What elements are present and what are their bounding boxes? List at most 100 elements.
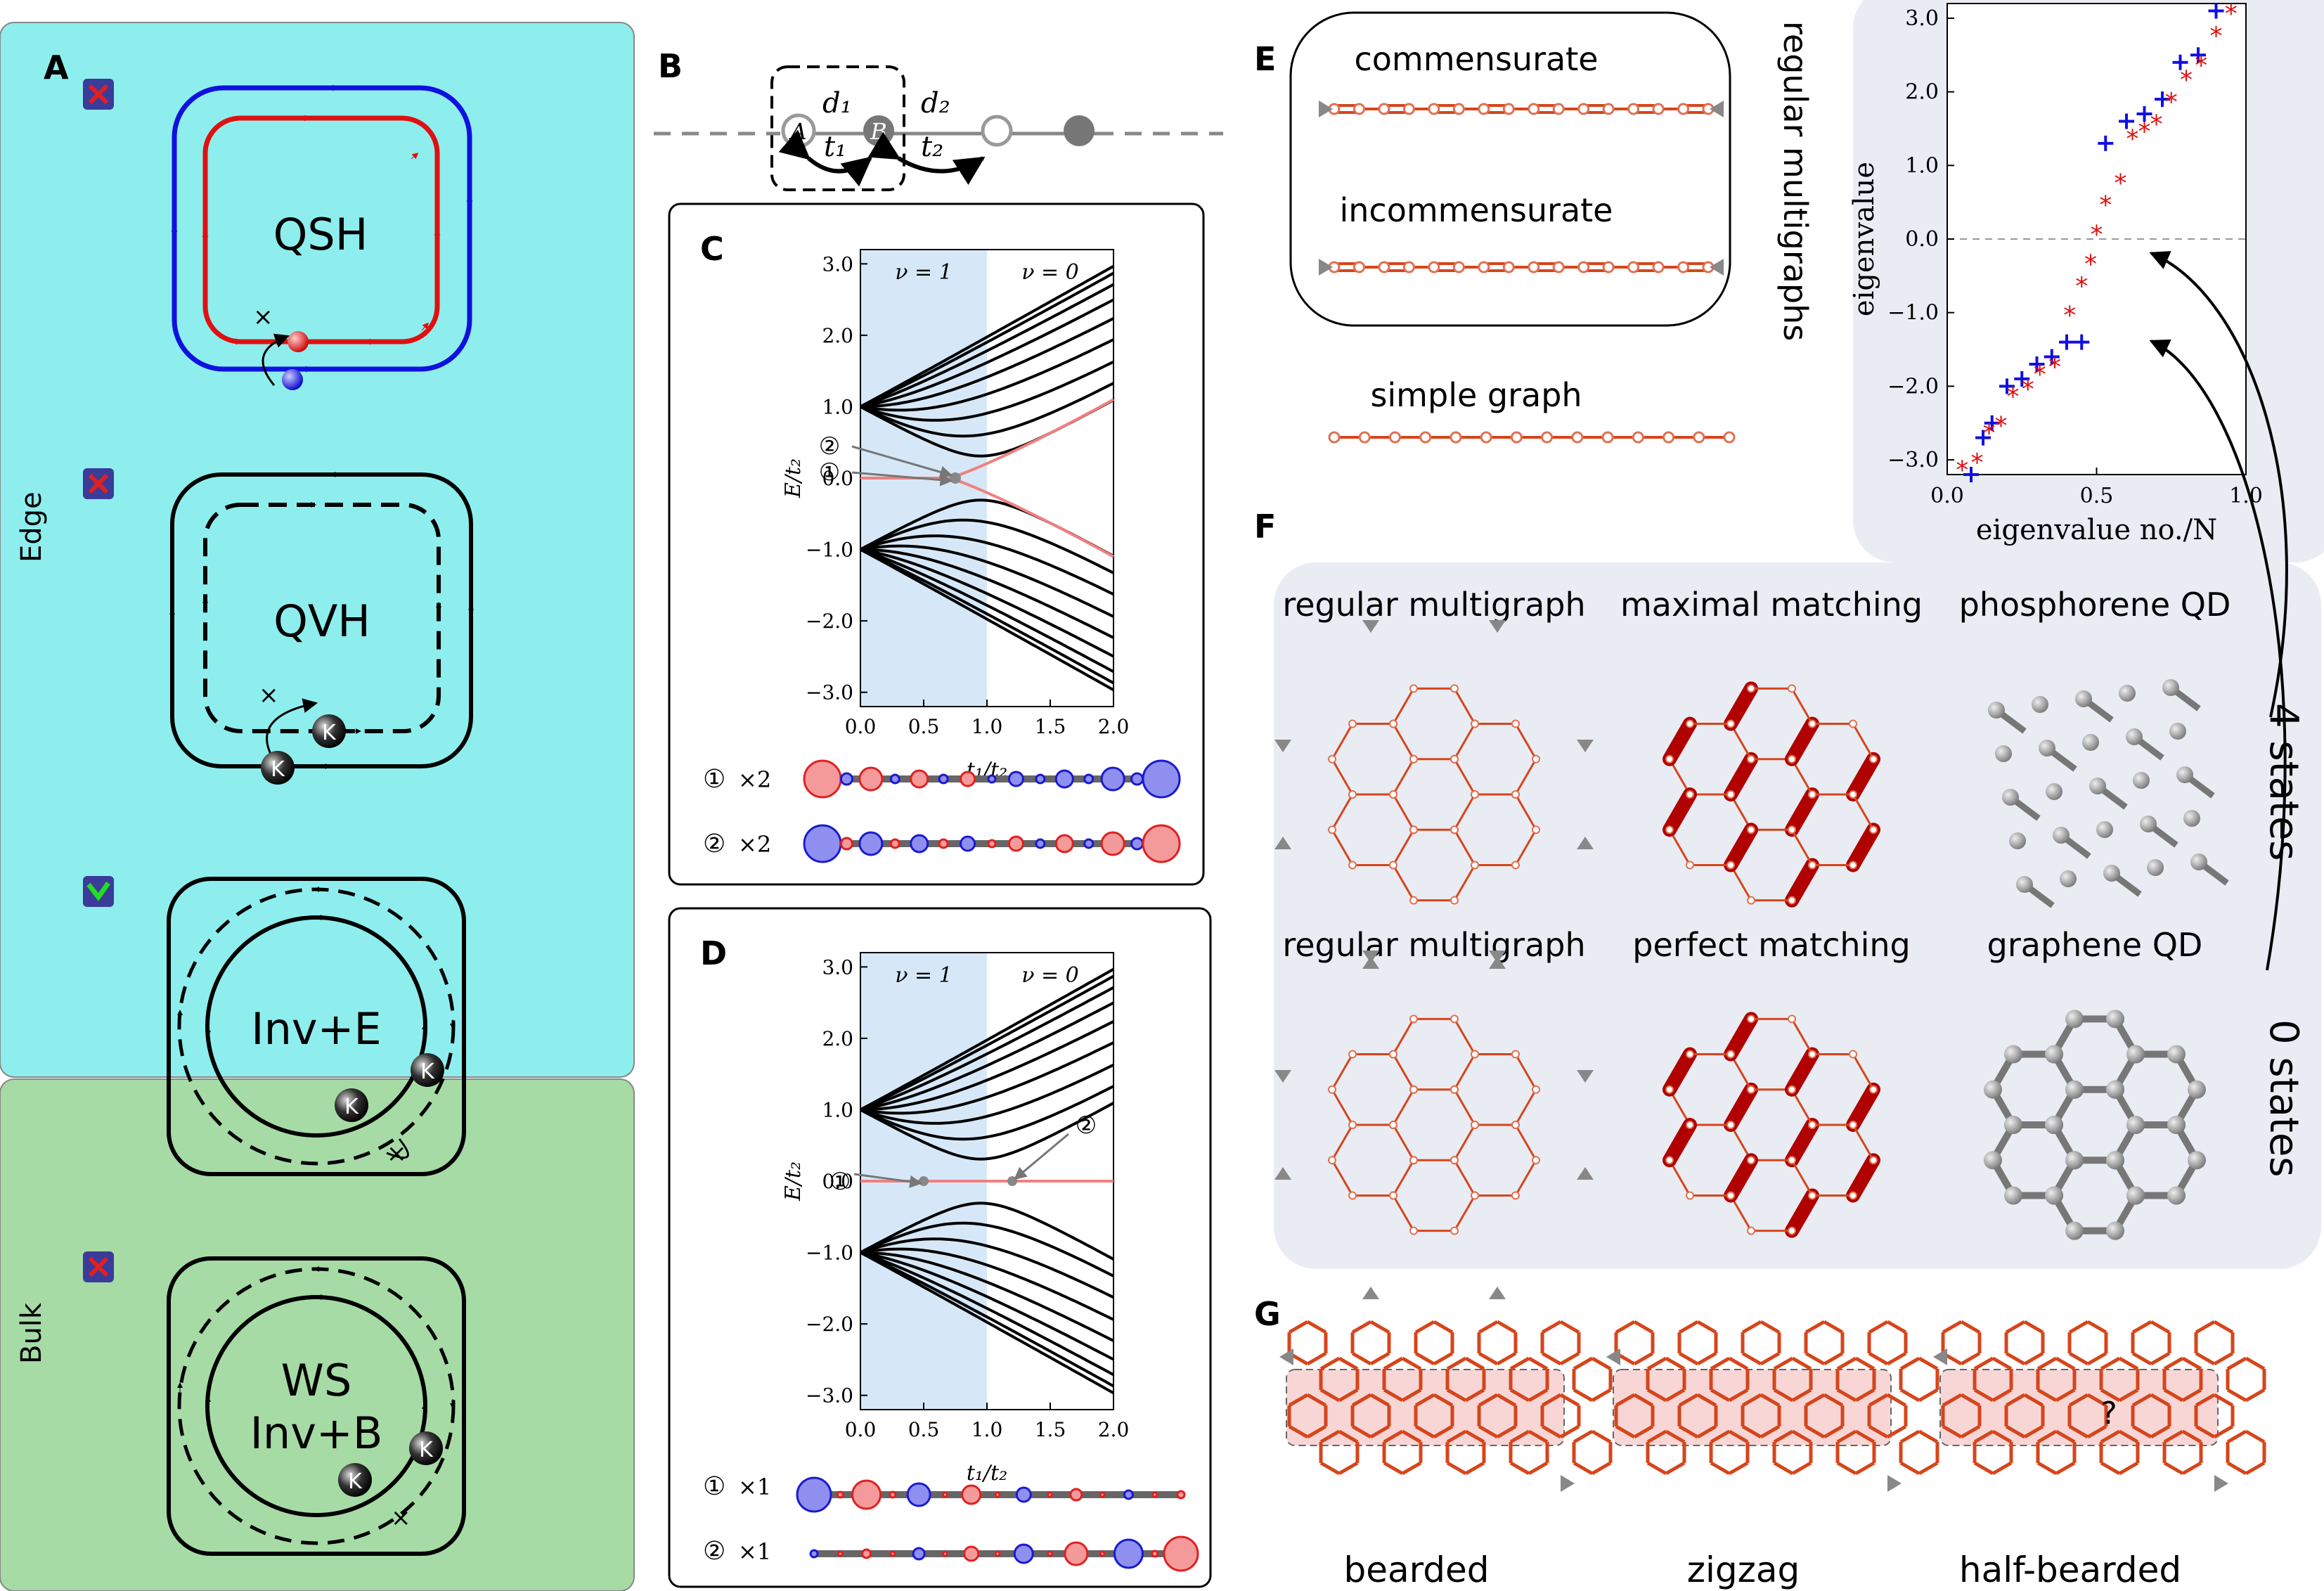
ribbon-bond bbox=[2118, 1461, 2139, 1476]
ribbon-bond bbox=[1446, 1356, 1467, 1371]
plus-point bbox=[2119, 113, 2134, 129]
ribbon-bond bbox=[2005, 1424, 2026, 1439]
pointer-2 bbox=[1014, 1133, 1069, 1180]
ribbon-bond bbox=[1973, 1356, 1994, 1371]
ribbon-bond bbox=[1496, 1351, 1517, 1366]
ribbon-bond bbox=[1760, 1424, 1781, 1439]
plus-point bbox=[2136, 106, 2152, 122]
unit-cell-box bbox=[770, 65, 905, 191]
ribbon-bond bbox=[1899, 1461, 1920, 1476]
atom bbox=[2045, 1115, 2064, 1134]
ribbon-bond bbox=[2118, 1429, 2139, 1444]
c-row2-marker: ② bbox=[703, 830, 725, 858]
flake-bond bbox=[1331, 1088, 1354, 1126]
ribbon-bond bbox=[1433, 1424, 1454, 1439]
ribbon-bond bbox=[2005, 1351, 2026, 1366]
ribbon-bond bbox=[1942, 1424, 1963, 1439]
atom bbox=[2187, 1080, 2206, 1099]
flake-site bbox=[1409, 1014, 1418, 1024]
panel-g-ribbons bbox=[1279, 1320, 2266, 1492]
flake-bond bbox=[1514, 1053, 1537, 1091]
ribbon-bond bbox=[1369, 1351, 1390, 1366]
arrow-to-gap bbox=[2149, 339, 2287, 971]
ribbon-bond bbox=[1854, 1461, 1876, 1476]
d2-label: d₂ bbox=[921, 87, 950, 120]
ribbon-bond bbox=[1559, 1320, 1580, 1334]
star-point: * bbox=[2115, 169, 2127, 198]
flake-site bbox=[1531, 1085, 1540, 1094]
flake-bond bbox=[1845, 823, 1880, 872]
flake-bond bbox=[1852, 1123, 1875, 1161]
dangling-stub bbox=[1561, 1475, 1575, 1492]
bulk-band bbox=[860, 298, 1114, 408]
arrow-to-zero-modes bbox=[2149, 251, 2288, 718]
flake-site bbox=[1531, 1156, 1540, 1165]
disallowed-icon-qvh bbox=[83, 468, 114, 499]
flake-site bbox=[1389, 861, 1398, 870]
site bbox=[1419, 431, 1432, 444]
flake-bond bbox=[1331, 828, 1354, 866]
site bbox=[1378, 103, 1390, 115]
wavefunction-amplitude bbox=[994, 1491, 1001, 1498]
dangling-stub bbox=[1274, 837, 1291, 849]
flake-site bbox=[1348, 1050, 1357, 1059]
dangling-stub bbox=[1933, 1348, 1947, 1365]
ribbon-bond bbox=[1836, 1356, 1857, 1371]
qsh-cross-mark: × bbox=[253, 303, 273, 331]
site bbox=[1452, 103, 1465, 115]
ribbon-bond bbox=[1633, 1351, 1654, 1366]
ribbon-bond bbox=[1678, 1320, 1699, 1334]
atom bbox=[2106, 1010, 2124, 1029]
flake-bond bbox=[1453, 1194, 1476, 1232]
flake-bond bbox=[1852, 1053, 1875, 1091]
ribbon-bond bbox=[1414, 1393, 1435, 1408]
wavefunction-amplitude bbox=[912, 1547, 926, 1561]
t2-label: t₂ bbox=[921, 131, 943, 163]
plus-point bbox=[2059, 334, 2074, 350]
star-point: * bbox=[2022, 375, 2034, 404]
ribbon-bond bbox=[1541, 1351, 1562, 1366]
ribbon-bond bbox=[1741, 1393, 1762, 1408]
flake-bond bbox=[1392, 758, 1415, 796]
flake-site bbox=[1511, 861, 1520, 870]
site bbox=[1602, 103, 1615, 115]
ribbon-bond bbox=[1710, 1388, 1731, 1403]
atom bbox=[2032, 696, 2048, 713]
ribbon-bond bbox=[1464, 1356, 1485, 1371]
y-tick-label: −3.0 bbox=[806, 1384, 853, 1408]
flake-site bbox=[1848, 1120, 1857, 1129]
site bbox=[1502, 103, 1515, 115]
panel-g: G bearded zigzag half-bearded ? bbox=[1254, 1295, 2266, 1590]
ribbon-bond bbox=[1868, 1320, 1889, 1334]
y-tick-label: −3.0 bbox=[1887, 448, 1939, 472]
wavefunction-amplitude bbox=[987, 774, 997, 784]
flake-site bbox=[1807, 1120, 1816, 1129]
star-point: * bbox=[2091, 221, 2103, 250]
ribbon-bond bbox=[2036, 1388, 2058, 1403]
bulk-band bbox=[860, 1251, 1114, 1377]
qsh-diagram: × QSH bbox=[171, 84, 473, 390]
wavefunction-amplitude bbox=[851, 1479, 882, 1510]
site bbox=[1428, 261, 1440, 273]
site bbox=[1528, 261, 1540, 273]
c-row1-mult: ×2 bbox=[738, 766, 771, 793]
site bbox=[1577, 261, 1590, 273]
flake-site bbox=[1686, 1191, 1695, 1200]
dangling-stub bbox=[1577, 1167, 1594, 1180]
bulk-band bbox=[860, 1063, 1114, 1125]
flake-bond bbox=[1331, 1053, 1354, 1091]
ribbon-bond bbox=[1559, 1351, 1580, 1366]
ribbon-bond bbox=[2226, 1461, 2247, 1476]
ribbon-bond bbox=[1573, 1356, 1594, 1371]
wavefunction-amplitude bbox=[836, 1490, 844, 1499]
ribbon-bond bbox=[2226, 1429, 2247, 1444]
bulk-band bbox=[860, 283, 1114, 408]
d-wavefunction-1 bbox=[796, 1476, 1186, 1513]
y-tick-label: 2.0 bbox=[1905, 80, 1939, 105]
flake-site bbox=[1470, 790, 1479, 799]
flake-bond bbox=[1514, 1123, 1537, 1161]
ribbon-bond bbox=[1918, 1429, 1939, 1444]
site bbox=[1602, 261, 1615, 273]
ribbon-bond bbox=[1665, 1461, 1686, 1476]
